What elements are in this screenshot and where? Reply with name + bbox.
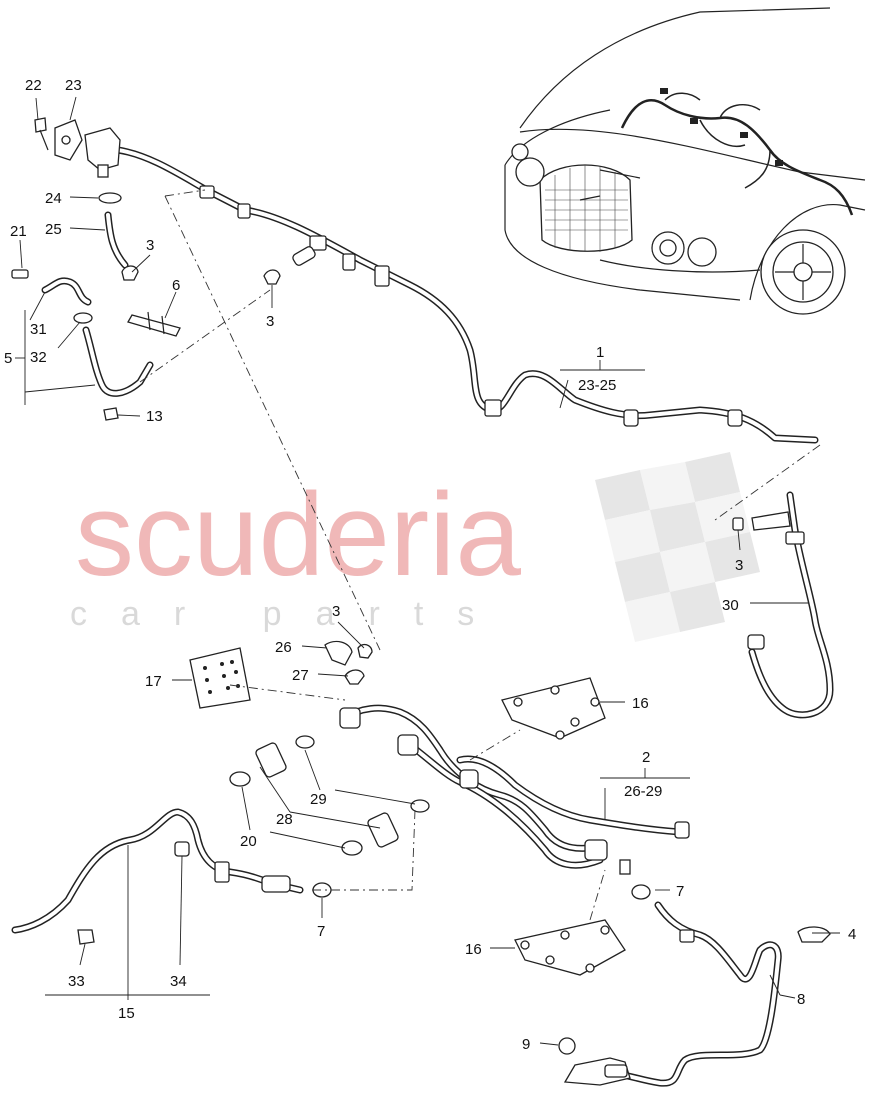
callout-34: 34 (170, 973, 187, 990)
sleeve-34 (174, 841, 190, 857)
clip-3-right (732, 517, 744, 531)
clip-4 (797, 926, 831, 943)
line-5 (82, 326, 154, 397)
callout-29: 29 (310, 791, 327, 808)
hose-25 (104, 211, 129, 269)
callout-27: 27 (292, 667, 309, 684)
line-15 (11, 808, 304, 934)
callout-7-right: 7 (676, 883, 684, 900)
callout-3-right: 3 (735, 557, 743, 574)
valve-bracket-23 (34, 117, 121, 178)
fuel-line-assembly-2 (339, 704, 690, 875)
callout-16-upper: 16 (632, 695, 649, 712)
clip-21 (11, 269, 29, 279)
callout-17: 17 (145, 673, 162, 690)
clamp-32 (73, 312, 93, 324)
callout-28: 28 (276, 811, 293, 828)
callout-labels: 22 23 24 25 21 3 6 3 31 32 5 13 1 23-25 … (4, 77, 856, 1053)
callout-16-lower: 16 (465, 941, 482, 958)
sleeve-28-lower (367, 812, 399, 848)
callout-24: 24 (45, 190, 62, 207)
callout-33: 33 (68, 973, 85, 990)
watermark-brand: scuderia (75, 469, 521, 601)
heat-shield-16-upper (501, 677, 606, 740)
callout-1-range: 23-25 (578, 377, 616, 394)
callout-23: 23 (65, 77, 82, 94)
callout-9: 9 (522, 1036, 530, 1053)
sleeve-28-upper (255, 742, 287, 778)
callout-22: 22 (25, 77, 42, 94)
heat-shield-17 (189, 647, 251, 709)
callout-6: 6 (172, 277, 180, 294)
callout-1: 1 (596, 344, 604, 361)
callout-15: 15 (118, 1005, 135, 1022)
callout-25: 25 (45, 221, 62, 238)
hose-30 (747, 491, 834, 719)
callout-4: 4 (848, 926, 856, 943)
car-front-illustration (504, 7, 866, 315)
callout-20: 20 (240, 833, 257, 850)
grommet-9 (558, 1037, 576, 1055)
callout-21: 21 (10, 223, 27, 240)
clamp-27 (344, 669, 365, 685)
callout-3-lower: 3 (332, 603, 340, 620)
clamp-24 (98, 192, 122, 204)
line-8 (563, 901, 782, 1087)
clip-33 (77, 929, 95, 945)
callout-8: 8 (797, 991, 805, 1008)
callout-7-left: 7 (317, 923, 325, 940)
clip-13 (103, 407, 119, 421)
clamp-7-right (631, 884, 651, 900)
watermark-tagline: car parts (70, 595, 508, 633)
clamps-29 (295, 735, 430, 813)
clamps-20 (229, 771, 363, 856)
callout-2: 2 (642, 749, 650, 766)
connector-lines (139, 189, 821, 921)
clip-3-lower (357, 643, 373, 659)
watermark: scuderia car parts (70, 452, 760, 642)
callout-5: 5 (4, 350, 12, 367)
callout-13: 13 (146, 408, 163, 425)
group-brackets (15, 310, 690, 1000)
clip-3-mid (263, 269, 281, 285)
callout-2-range: 26-29 (624, 783, 662, 800)
fitting-26 (324, 640, 353, 666)
callout-3-upper: 3 (146, 237, 154, 254)
callout-32: 32 (30, 349, 47, 366)
callout-30: 30 (722, 597, 739, 614)
heat-shield-16-lower (514, 919, 626, 976)
callout-31: 31 (30, 321, 47, 338)
callout-26: 26 (275, 639, 292, 656)
callout-3-mid: 3 (266, 313, 274, 330)
checkered-flag-icon (595, 452, 760, 642)
bracket-6 (127, 311, 181, 337)
hose-31 (41, 277, 92, 306)
leader-lines (19, 96, 840, 1046)
fuel-line-assembly-1 (114, 146, 819, 444)
